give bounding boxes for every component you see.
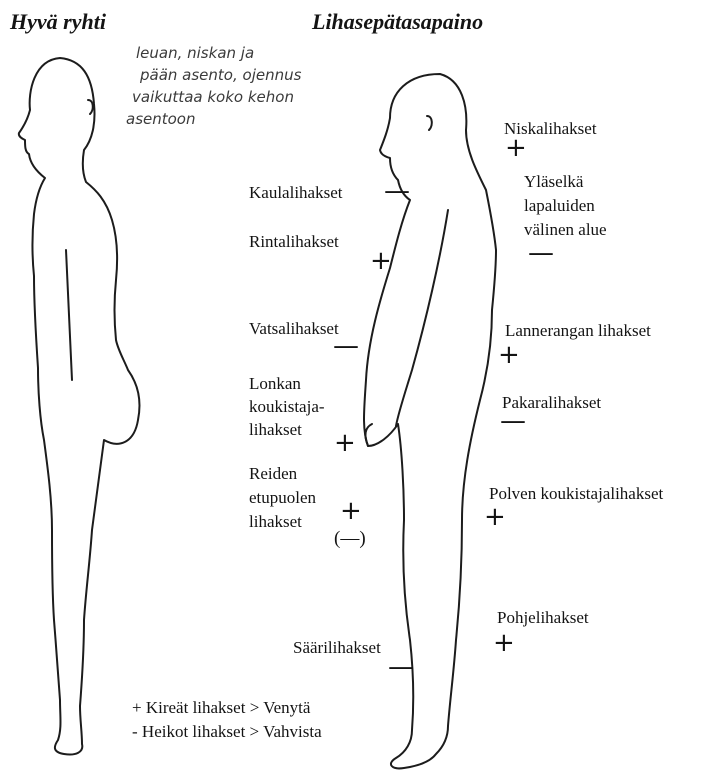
sign-vatsalihakset: — xyxy=(333,331,359,361)
label-reiden-line: lihakset xyxy=(249,510,316,534)
good-posture-ear xyxy=(88,100,93,114)
label-ylaselka: Yläselkä lapaluiden välinen alue xyxy=(524,170,607,242)
label-ylaselka-line: lapaluiden xyxy=(524,194,607,218)
label-reiden-line: Reiden xyxy=(249,462,316,486)
handwritten-note: leuan, niskan ja pään asento, ojennus va… xyxy=(136,42,301,130)
label-pohjelihakset: Pohjelihakset xyxy=(497,607,589,628)
imbalance-posture-hand xyxy=(365,424,372,446)
sign-kaulalihakset: — xyxy=(384,176,410,206)
sign-reiden: + xyxy=(340,496,362,526)
sign-lannerangan: + xyxy=(498,340,520,370)
label-lannerangan: Lannerangan lihakset xyxy=(505,320,651,341)
sign-saarilihakset: — xyxy=(388,652,414,682)
label-lonkan-line: koukistaja- xyxy=(249,395,325,418)
sign-pohjelihakset: + xyxy=(493,628,515,658)
label-lonkan-line: lihakset xyxy=(249,418,325,441)
label-lonkan: Lonkan koukistaja- lihakset xyxy=(249,372,325,441)
sign-reiden-alt: (—) xyxy=(334,528,366,549)
sign-ylaselka: — xyxy=(528,238,554,268)
title-good-posture: Hyvä ryhti xyxy=(10,9,106,35)
handwritten-note-line: pään asento, ojennus xyxy=(140,64,301,86)
good-posture-arm xyxy=(66,250,72,380)
title-muscle-imbalance: Lihasepätasapaino xyxy=(312,9,483,35)
imbalance-posture-arm xyxy=(396,210,448,426)
handwritten-note-line: leuan, niskan ja xyxy=(136,42,301,64)
label-lonkan-line: Lonkan xyxy=(249,372,325,395)
legend-line-weak: - Heikot lihakset > Vahvista xyxy=(132,721,322,742)
imbalance-posture-ear xyxy=(427,116,432,130)
label-ylaselka-line: Yläselkä xyxy=(524,170,607,194)
handwritten-note-line: vaikuttaa koko kehon xyxy=(132,86,301,108)
good-posture-figure xyxy=(19,58,140,755)
label-reiden-line: etupuolen xyxy=(249,486,316,510)
sign-polven: + xyxy=(484,502,506,532)
label-kaulalihakset: Kaulalihakset xyxy=(249,182,342,203)
sign-lonkan: + xyxy=(334,428,356,458)
legend-line-tight: + Kireät lihakset > Venytä xyxy=(132,697,310,718)
handwritten-note-line: asentoon xyxy=(126,108,301,130)
label-polven: Polven koukistajalihakset xyxy=(489,483,663,504)
sign-pakaralihakset: — xyxy=(500,406,526,436)
label-reiden: Reiden etupuolen lihakset xyxy=(249,462,316,534)
label-saarilihakset: Säärilihakset xyxy=(293,637,381,658)
sign-rintalihakset: + xyxy=(370,246,392,276)
label-rintalihakset: Rintalihakset xyxy=(249,231,339,252)
label-vatsalihakset: Vatsalihakset xyxy=(249,318,339,339)
sign-niskalihakset: + xyxy=(505,133,527,163)
